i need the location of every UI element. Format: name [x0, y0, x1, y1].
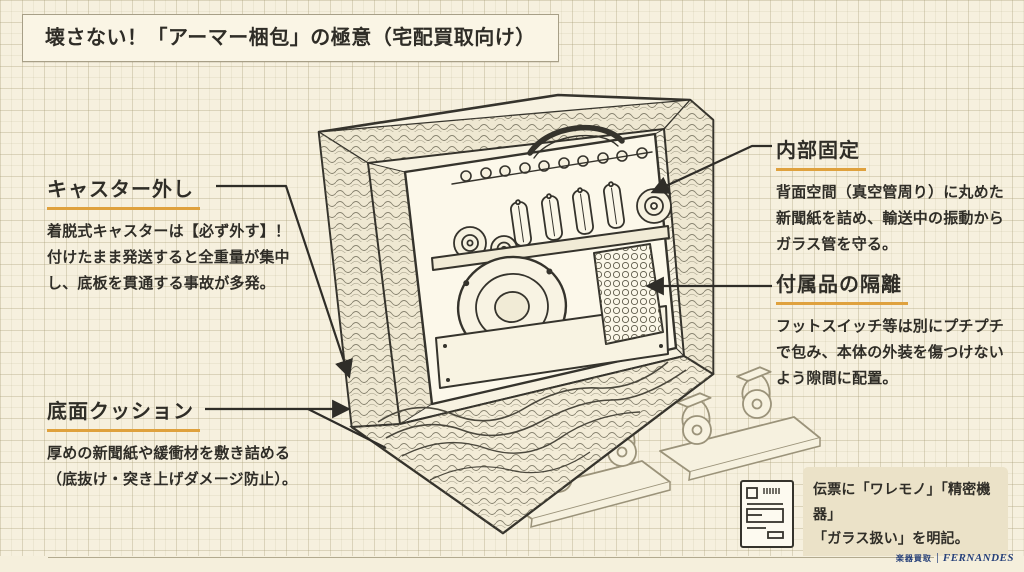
- brand-name-right: FERNANDES: [942, 552, 1014, 564]
- brand-logo: 楽器買取 FERNANDES: [896, 552, 1014, 564]
- footer-rule: [48, 557, 934, 558]
- footer: 楽器買取 FERNANDES: [0, 552, 1024, 572]
- control-knobs: [460, 147, 648, 182]
- brand-divider: [936, 553, 938, 563]
- shipping-label-icon: [740, 479, 794, 548]
- annotation-accessory-body: フットスイッチ等は別にプチプチ で包み、本体の外装を傷つけない よう隙間に配置。: [776, 318, 1005, 387]
- bottom-cushion-paper: [349, 354, 715, 535]
- annotation-accessory-heading: 付属品の隔離: [776, 268, 908, 305]
- cardboard-box: [317, 93, 715, 535]
- brand-name-left: 楽器買取: [895, 553, 932, 563]
- vacuum-tubes: [510, 181, 625, 247]
- annotation-caster-removal: キャスター外し 着脱式キャスターは【必ず外す】！ 付けたまま発送すると全重量が集…: [47, 173, 317, 296]
- shipping-note: 伝票に「ワレモノ」「精密機器」 「ガラス扱い」を明記。: [740, 467, 1008, 561]
- crumpled-paper-lining: [318, 99, 714, 428]
- bubble-wrap-sheet: [593, 243, 664, 345]
- annotation-cushion-body: 厚めの新聞紙や緩衝材を敷き詰める （底抜け・突き上げダメージ防止）。: [47, 445, 298, 488]
- annotation-internal-heading: 内部固定: [776, 134, 866, 171]
- annotation-internal-body: 背面空間（真空管周り）に丸めた 新聞紙を詰め、輸送中の振動から ガラス管を守る。: [776, 184, 1005, 253]
- shipping-note-text: 伝票に「ワレモノ」「精密機器」 「ガラス扱い」を明記。: [803, 467, 1008, 561]
- annotation-caster-heading: キャスター外し: [47, 173, 200, 210]
- newspaper-rolls: [453, 188, 672, 263]
- annotation-internal-fixing: 内部固定 背面空間（真空管周り）に丸めた 新聞紙を詰め、輸送中の振動から ガラス…: [776, 134, 1016, 257]
- page-title-box: 壊さない！「アーマー梱包」の極意（宅配買取向け）: [22, 14, 559, 62]
- annotation-caster-body: 着脱式キャスターは【必ず外す】！ 付けたまま発送すると全重量が集中 し、底板を貫…: [47, 223, 291, 292]
- annotation-accessory-isolation: 付属品の隔離 フットスイッチ等は別にプチプチ で包み、本体の外装を傷つけない よ…: [776, 268, 1016, 391]
- annotation-cushion-heading: 底面クッション: [47, 395, 200, 432]
- amplifier: [403, 125, 678, 406]
- speaker: [456, 255, 568, 359]
- page-title: 壊さない！「アーマー梱包」の極意（宅配買取向け）: [45, 27, 536, 49]
- annotation-bottom-cushion: 底面クッション 厚めの新聞紙や緩衝材を敷き詰める （底抜け・突き上げダメージ防止…: [47, 395, 337, 493]
- leader-internal-fixing: [650, 144, 772, 194]
- amp-handle: [527, 125, 625, 156]
